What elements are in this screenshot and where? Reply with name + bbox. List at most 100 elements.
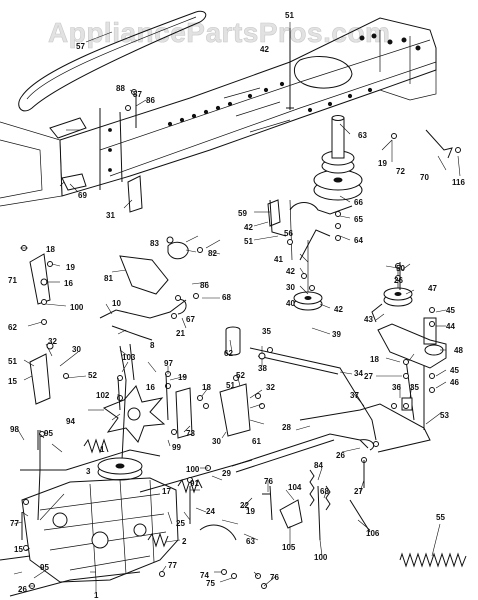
label-40: 40	[286, 299, 295, 308]
label-71: 71	[8, 276, 17, 285]
engine-pulley	[313, 115, 363, 201]
label-28: 28	[282, 423, 291, 432]
leader-lines	[13, 22, 461, 592]
label-51: 51	[285, 11, 294, 20]
label-46: 46	[450, 378, 459, 387]
label-65: 65	[354, 215, 363, 224]
label-67: 67	[186, 315, 195, 324]
right-bracket-assembly	[377, 317, 447, 430]
drive-belt	[18, 10, 207, 112]
label-61: 61	[252, 437, 261, 446]
label-27: 27	[364, 372, 373, 381]
label-86b: 86	[200, 281, 209, 290]
label-106: 106	[366, 529, 380, 538]
label-42b: 42	[244, 223, 253, 232]
misc-parts	[49, 117, 453, 541]
label-25: 25	[176, 519, 185, 528]
label-52b: 52	[236, 371, 245, 380]
part-labels: 57 51 42 88 87 86 63 19 72 70 116 69 31 …	[8, 11, 465, 600]
label-39: 39	[332, 330, 341, 339]
idler-pulley-center	[293, 240, 323, 311]
label-15: 15	[8, 377, 17, 386]
label-55: 55	[436, 513, 445, 522]
label-32: 32	[48, 337, 57, 346]
label-70: 70	[420, 173, 429, 182]
label-51b: 51	[244, 237, 253, 246]
label-2: 2	[182, 537, 187, 546]
idler-pulley-right	[383, 268, 413, 307]
label-30b: 30	[72, 345, 81, 354]
label-57: 57	[76, 42, 85, 51]
label-43: 43	[364, 315, 373, 324]
fasteners	[21, 89, 461, 589]
label-95b: 95	[40, 563, 49, 572]
bolts	[21, 28, 401, 541]
label-16b: 16	[146, 383, 155, 392]
label-16: 16	[64, 279, 73, 288]
label-19b: 19	[66, 263, 75, 272]
label-31: 31	[106, 211, 115, 220]
transaxle-pulley	[97, 457, 143, 481]
label-44: 44	[446, 322, 455, 331]
label-42: 42	[260, 45, 269, 54]
label-1b: 1	[94, 591, 99, 600]
label-19c: 19	[178, 373, 187, 382]
label-26c: 26	[18, 585, 27, 594]
label-64: 64	[354, 236, 363, 245]
label-84: 84	[314, 461, 323, 470]
label-97: 97	[164, 359, 173, 368]
watermark: AppliancePartsPros.com	[48, 17, 390, 48]
label-87: 87	[133, 90, 142, 99]
label-1: 1	[100, 445, 105, 454]
label-29: 29	[222, 469, 231, 478]
label-66: 66	[354, 198, 363, 207]
label-76b: 76	[270, 573, 279, 582]
frame-holes	[108, 33, 421, 172]
label-27b: 27	[354, 487, 363, 496]
label-35b: 35	[262, 327, 271, 336]
label-105: 105	[282, 543, 296, 552]
label-10: 10	[112, 299, 121, 308]
label-17: 17	[162, 487, 171, 496]
label-36: 36	[392, 383, 401, 392]
label-26b: 26	[336, 451, 345, 460]
label-34: 34	[354, 369, 363, 378]
label-22: 22	[240, 501, 249, 510]
label-91: 91	[190, 479, 199, 488]
label-77: 77	[10, 519, 19, 528]
label-30c: 30	[212, 437, 221, 446]
label-8: 8	[150, 341, 155, 350]
label-68b: 68	[320, 487, 329, 496]
label-63b: 63	[246, 537, 255, 546]
label-47: 47	[428, 284, 437, 293]
label-116: 116	[452, 178, 465, 187]
label-82: 82	[208, 249, 217, 258]
label-94: 94	[66, 417, 75, 426]
label-18b: 18	[370, 355, 379, 364]
cooling-fan	[102, 385, 166, 443]
label-69: 69	[78, 191, 87, 200]
label-74: 74	[200, 571, 209, 580]
label-73: 73	[186, 429, 195, 438]
label-38: 38	[258, 364, 267, 373]
label-37: 37	[350, 391, 359, 400]
label-77b: 77	[168, 561, 177, 570]
label-56: 56	[284, 229, 293, 238]
label-62: 62	[8, 323, 17, 332]
label-72: 72	[396, 167, 405, 176]
label-45: 45	[446, 306, 455, 315]
label-48: 48	[454, 346, 463, 355]
left-side-brackets	[20, 253, 251, 521]
label-51d: 51	[226, 381, 235, 390]
label-95: 95	[44, 429, 53, 438]
label-76: 76	[264, 477, 273, 486]
label-42d: 42	[334, 305, 343, 314]
label-51c: 51	[8, 357, 17, 366]
label-19d: 19	[246, 507, 255, 516]
label-63: 63	[358, 131, 367, 140]
transaxle	[0, 477, 179, 597]
label-15b: 15	[14, 545, 23, 554]
label-59: 59	[238, 209, 247, 218]
label-42c: 42	[286, 267, 295, 276]
